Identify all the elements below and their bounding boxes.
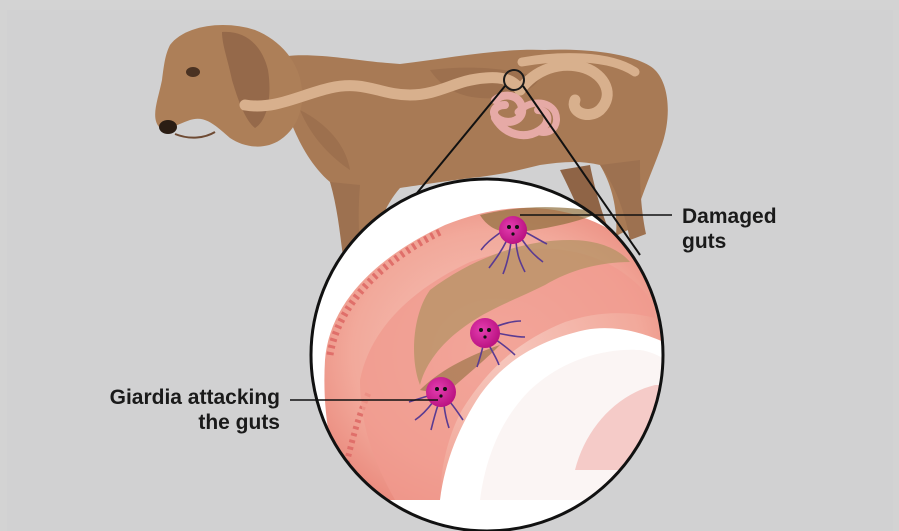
giardia-label-line2: the guts xyxy=(98,410,280,435)
giardia-label-line1: Giardia attacking xyxy=(98,385,280,410)
dog-mouth xyxy=(175,132,215,138)
dog-eye xyxy=(186,67,200,77)
damaged-guts-label-line2: guts xyxy=(682,229,777,254)
dog-nose xyxy=(159,120,177,134)
damaged-guts-label-line1: Damaged xyxy=(682,204,777,229)
damaged-guts-label: Damaged guts xyxy=(682,204,777,254)
giardia-label: Giardia attacking the guts xyxy=(98,385,280,435)
